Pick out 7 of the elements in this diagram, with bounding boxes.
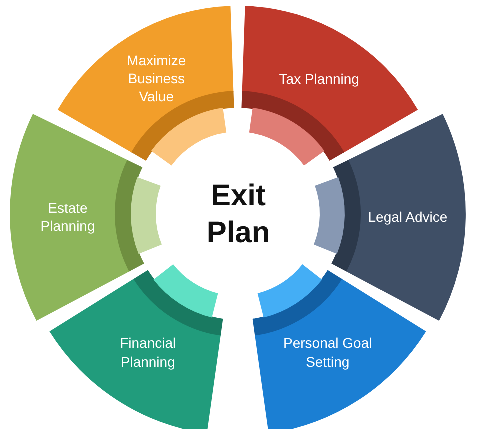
center-title: Exit Plan xyxy=(206,178,272,252)
segment-label: Legal Advice xyxy=(367,208,449,226)
segment-label: Financial Planning xyxy=(119,334,178,371)
segment-label: Maximize Business Value xyxy=(126,51,188,106)
segment-label: Tax Planning xyxy=(278,69,360,88)
segment-label: Estate Planning xyxy=(40,198,96,236)
segment-label: Personal Goal Setting xyxy=(282,334,374,371)
